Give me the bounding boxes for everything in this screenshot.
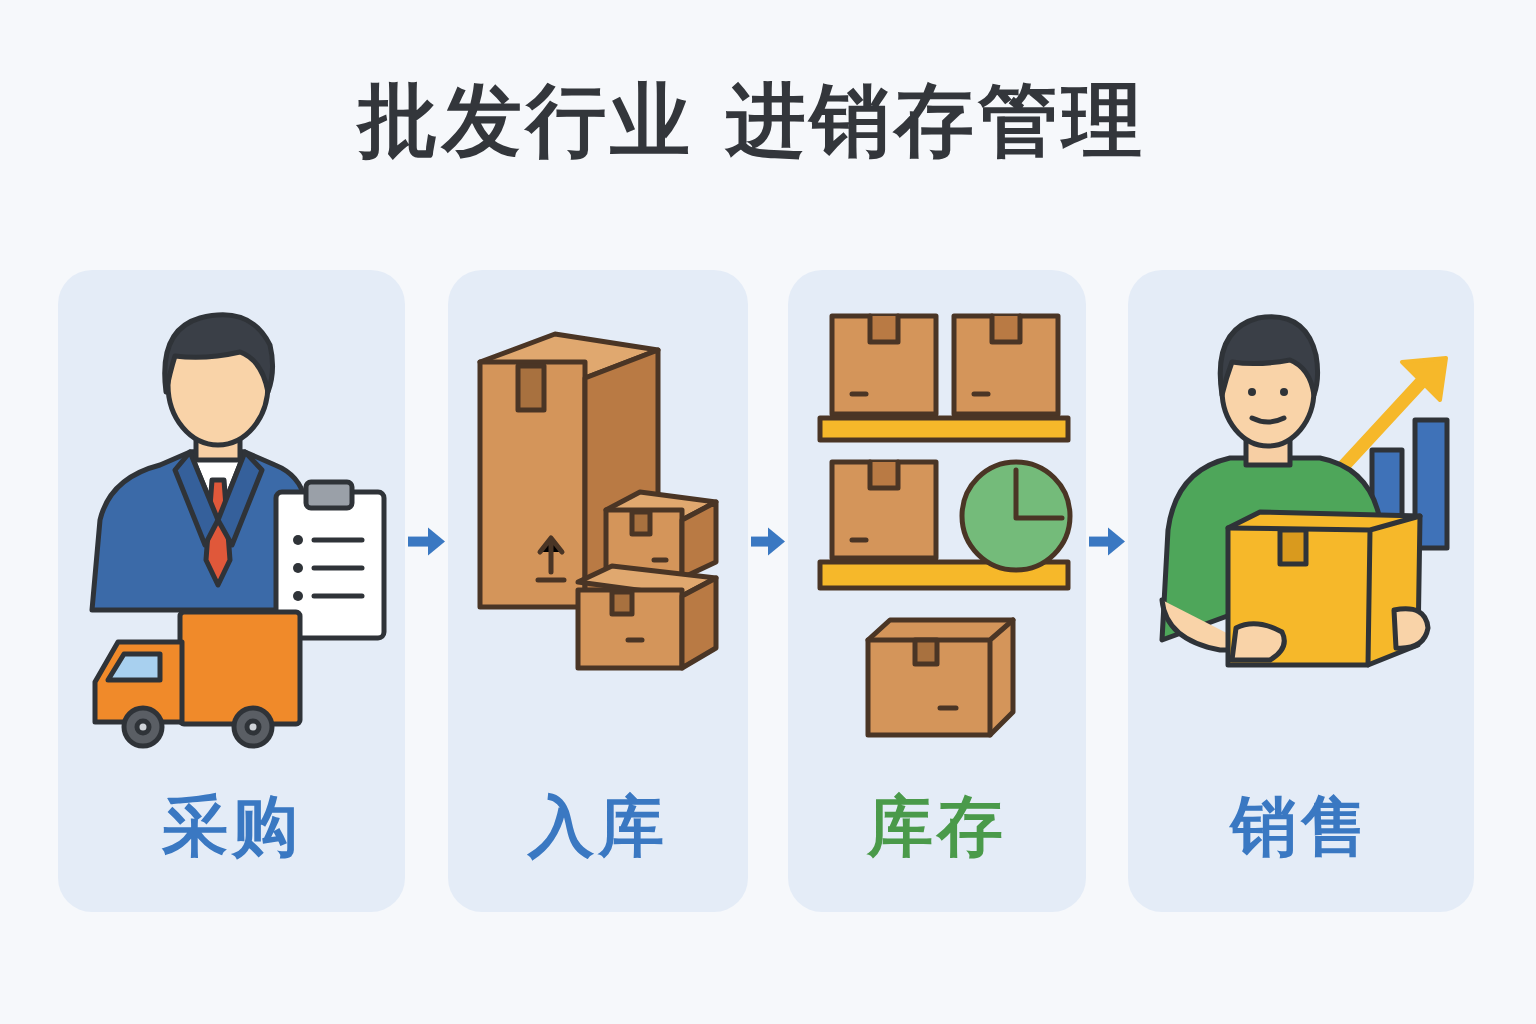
step-label: 采购	[162, 782, 302, 872]
flow-arrow	[1089, 528, 1125, 556]
step-panel: 入库	[448, 270, 748, 912]
step-label: 入库	[528, 782, 668, 872]
arrow-shaft	[408, 537, 430, 547]
step-panel: 销售	[1128, 270, 1474, 912]
arrow-head	[1108, 528, 1125, 556]
step-label: 销售	[1231, 782, 1371, 872]
step-panel: 库存	[788, 270, 1086, 912]
diagram-title: 批发行业 进销存管理	[0, 68, 1504, 176]
arrow-shaft	[1089, 537, 1110, 547]
step-panel: 采购	[58, 270, 405, 912]
arrow-head	[428, 528, 445, 556]
step-label: 库存	[867, 782, 1007, 872]
flow-arrow	[408, 528, 445, 556]
flow-arrow	[751, 528, 785, 556]
arrow-shaft	[751, 537, 770, 547]
arrow-head	[768, 528, 785, 556]
